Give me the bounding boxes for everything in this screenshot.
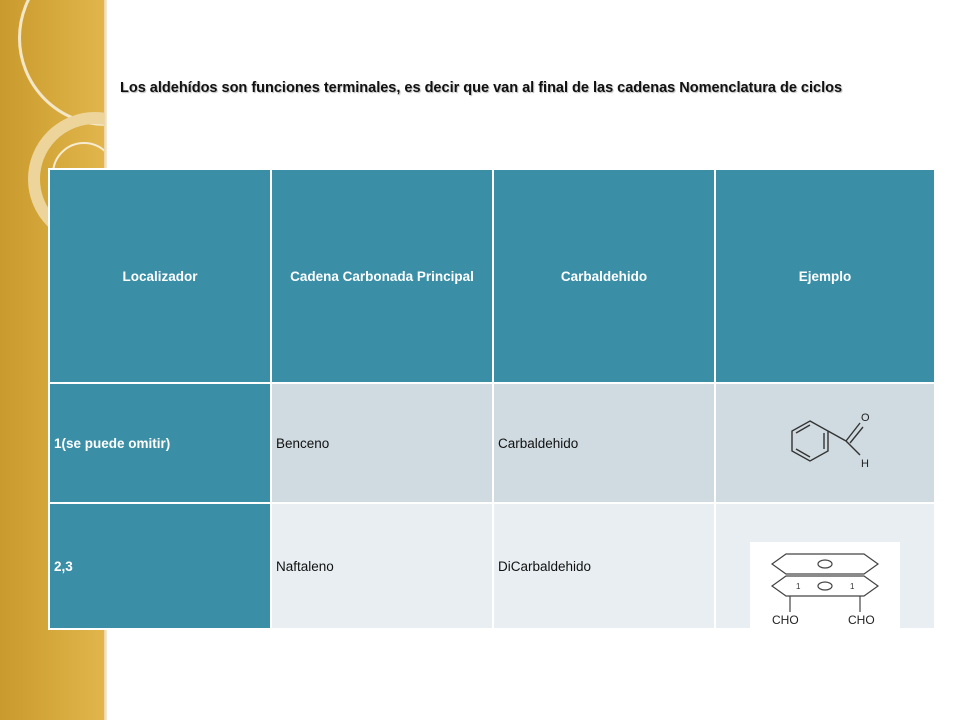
cell-localizador: 2,3 bbox=[50, 504, 270, 628]
naphthalene-structure-image: 1 1 CHO CHO bbox=[750, 542, 900, 628]
naphthalene-dicarbaldehyde-structure: 1 1 CHO CHO bbox=[770, 553, 880, 627]
upper-ring bbox=[770, 553, 880, 575]
header-localizador: Localizador bbox=[50, 170, 270, 382]
cell-ejemplo: 1 1 CHO CHO bbox=[716, 504, 934, 628]
nomenclature-table: Localizador Cadena Carbonada Principal C… bbox=[48, 168, 936, 630]
cell-localizador: 1(se puede omitir) bbox=[50, 384, 270, 502]
oxygen-label: O bbox=[861, 412, 870, 424]
header-cadena: Cadena Carbonada Principal bbox=[272, 170, 492, 382]
table-header-row: Localizador Cadena Carbonada Principal C… bbox=[50, 170, 934, 382]
cell-carbaldehido: Carbaldehido bbox=[494, 384, 714, 502]
table-row: 1(se puede omitir) Benceno Carbaldehido … bbox=[50, 384, 934, 502]
cell-cadena: Benceno bbox=[272, 384, 492, 502]
locant-label: 1 bbox=[850, 582, 855, 591]
cho-label-left: CHO bbox=[772, 613, 799, 627]
benzene-ring bbox=[791, 419, 829, 462]
carbonyl-bond bbox=[845, 422, 861, 441]
benzaldehyde-structure: O H bbox=[791, 412, 870, 470]
header-carbaldehido: Carbaldehido bbox=[494, 170, 714, 382]
slide-title: Los aldehídos son funciones terminales, … bbox=[120, 80, 843, 96]
locant-label: 1 bbox=[796, 582, 801, 591]
lower-ring bbox=[770, 575, 880, 597]
cell-cadena: Naftaleno bbox=[272, 504, 492, 628]
table-row: 2,3 Naftaleno DiCarbaldehido 1 1 CHO bbox=[50, 504, 934, 628]
hydrogen-label: H bbox=[861, 458, 869, 470]
aldehyde-h-bond bbox=[845, 440, 861, 455]
decorative-ring bbox=[18, 0, 106, 126]
cho-label-right: CHO bbox=[848, 613, 875, 627]
cell-ejemplo: O H bbox=[716, 384, 934, 502]
cell-carbaldehido: DiCarbaldehido bbox=[494, 504, 714, 628]
header-ejemplo: Ejemplo bbox=[716, 170, 934, 382]
ring-to-aldehyde-bond bbox=[827, 429, 847, 442]
